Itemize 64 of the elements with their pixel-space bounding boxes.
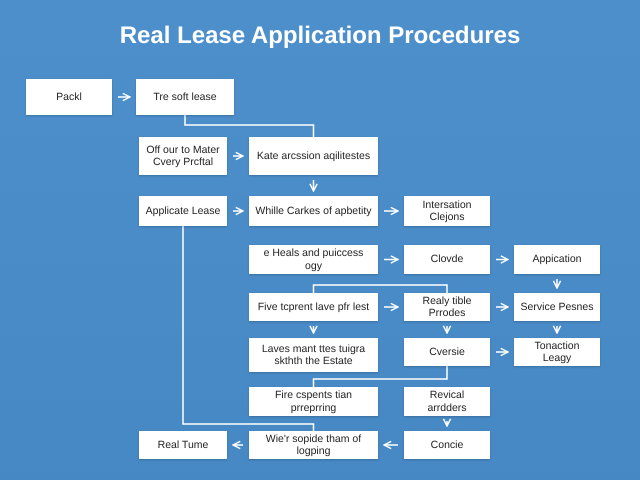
arrow [442, 418, 452, 427]
process-box [514, 293, 600, 321]
process-box [249, 387, 378, 416]
arrow [233, 152, 244, 160]
arrow [496, 255, 509, 264]
box-text: Applicate Lease [146, 204, 220, 218]
arrow [384, 206, 399, 216]
process-box [514, 338, 600, 366]
arrow [309, 180, 318, 192]
box-text: Intersation Clejons [421, 198, 473, 224]
process-box [404, 387, 490, 416]
box-text: Laves mant ttes tuigra skthth the Estate [260, 342, 366, 368]
box-text: Off our to Mater Cvery Prcftal [145, 144, 221, 168]
connector-line [182, 226, 314, 431]
process-box [249, 137, 378, 175]
connector-line [312, 366, 448, 387]
arrow [384, 255, 399, 264]
title: Real Lease Application Procedures [118, 22, 522, 50]
arrow [496, 348, 509, 356]
arrow [552, 325, 562, 334]
box-text: Tre soft lease [153, 90, 217, 104]
process-box [249, 245, 378, 274]
process-box [404, 196, 490, 226]
arrow [552, 279, 562, 289]
box-text: Wie'r sopide tham of logping [264, 432, 362, 458]
connector-line [312, 284, 448, 293]
process-box [249, 196, 378, 226]
box-text: Cversie [429, 346, 465, 358]
box-text: Whille Carkes of apbetity [255, 204, 372, 218]
arrow [309, 325, 318, 334]
box-text: Clovde [430, 253, 464, 266]
arrow [383, 440, 398, 450]
arrow [118, 92, 131, 102]
process-box [404, 245, 490, 274]
arrow [384, 302, 399, 312]
box-text: Concie [430, 438, 464, 452]
box-text: Packl [56, 90, 82, 104]
box-text: Service Pesnes [520, 300, 594, 314]
box-text: Kate arcssion aqilitestes [256, 150, 370, 162]
box-text: Five tcprent lave pfr lest [258, 300, 370, 314]
process-box [404, 293, 490, 321]
box-text: Real Tume [158, 438, 208, 452]
process-box [514, 245, 600, 274]
box-text: Realy tible Prrodes [421, 294, 473, 320]
arrow [496, 302, 509, 312]
box-text: e Heals and puiccess ogy [262, 247, 364, 272]
process-box [249, 293, 378, 321]
arrow [232, 440, 243, 450]
connector-line [184, 115, 314, 137]
process-box [404, 431, 490, 459]
process-box [26, 79, 112, 115]
arrow [442, 325, 452, 334]
process-box [249, 338, 378, 372]
box-text: Revical arrdders [426, 389, 468, 414]
box-text: Fire cspents tian prreprring [274, 389, 354, 414]
box-text: Appication [532, 253, 582, 266]
process-box [404, 338, 490, 366]
box-text: Tonaction Leagy [534, 340, 580, 364]
process-box [139, 137, 227, 175]
process-box [249, 431, 378, 459]
process-box [139, 431, 227, 459]
arrow [233, 206, 244, 216]
process-box [136, 79, 234, 115]
process-box [139, 196, 227, 226]
